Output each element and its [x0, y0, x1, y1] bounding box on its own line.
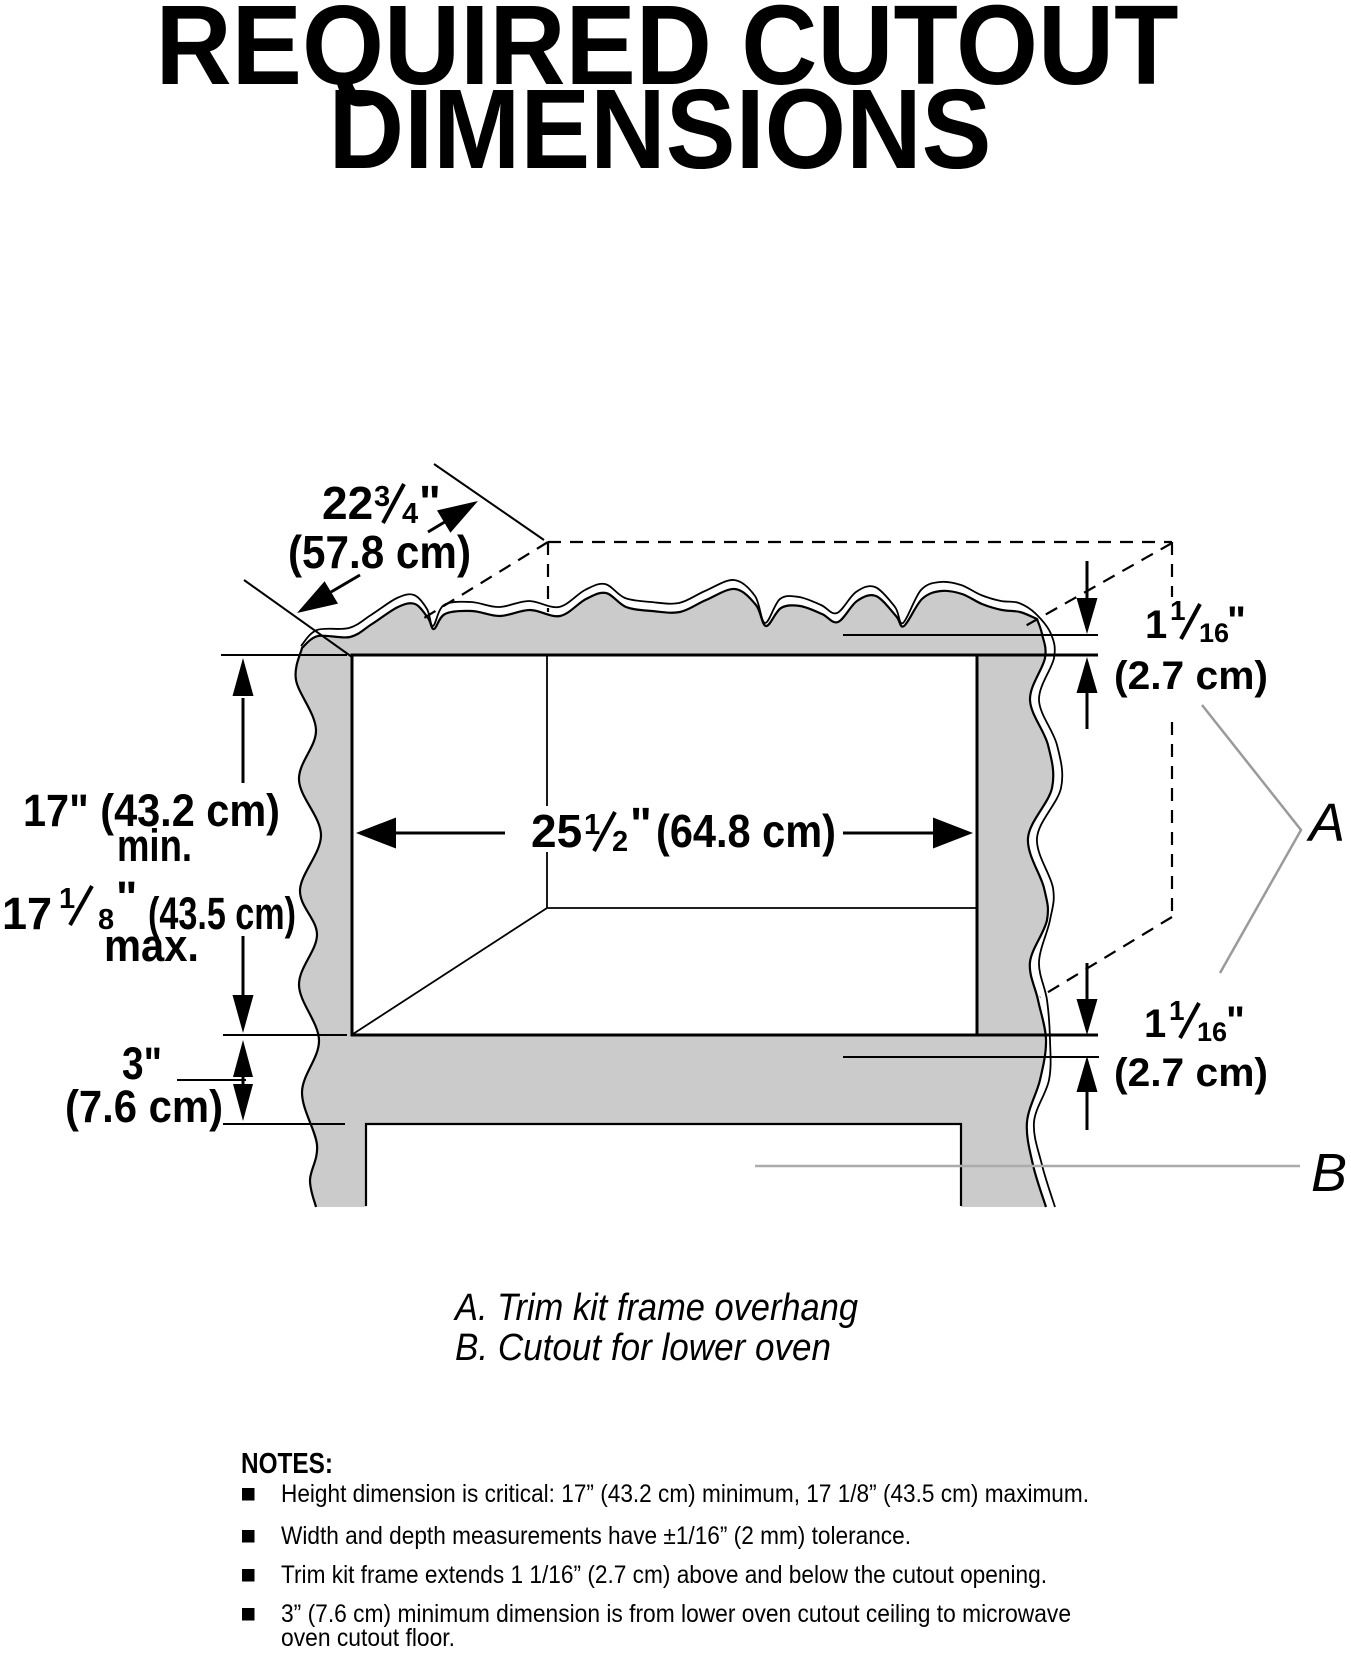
svg-text:(43.5 cm): (43.5 cm)	[148, 888, 296, 939]
svg-text:2: 2	[612, 826, 628, 858]
svg-text:(2.7 cm): (2.7 cm)	[1114, 654, 1268, 698]
svg-text:Trim kit frame extends 1 1/16”: Trim kit frame extends 1 1/16” (2.7 cm) …	[281, 1561, 1047, 1589]
svg-text:3: 3	[374, 481, 390, 513]
svg-text:17: 17	[2, 888, 52, 939]
svg-text:Height dimension is critical:: Height dimension is critical: 17” (43.2 …	[281, 1480, 1089, 1508]
svg-text:B: B	[1311, 1143, 1347, 1203]
svg-text:16: 16	[1199, 618, 1229, 648]
svg-text:DIMENSIONS: DIMENSIONS	[329, 66, 992, 192]
svg-text:4: 4	[402, 498, 418, 530]
svg-text:17" (43.2 cm): 17" (43.2 cm)	[23, 785, 280, 836]
svg-text:8: 8	[98, 904, 114, 936]
svg-text:max.: max.	[104, 920, 199, 971]
svg-text:": "	[1227, 599, 1246, 643]
svg-text:16: 16	[1197, 1017, 1227, 1047]
svg-text:(57.8 cm): (57.8 cm)	[288, 526, 471, 578]
svg-text:": "	[1226, 999, 1245, 1043]
svg-text:1: 1	[1170, 595, 1186, 626]
svg-text:": "	[116, 872, 137, 923]
svg-text:": "	[419, 476, 441, 528]
svg-text:oven cutout floor.: oven cutout floor.	[281, 1624, 455, 1648]
svg-text:REQUIRED CUTOUT: REQUIRED CUTOUT	[156, 0, 1179, 108]
svg-text:3” (7.6 cm) minimum dimension: 3” (7.6 cm) minimum dimension is from lo…	[281, 1600, 1071, 1628]
svg-text:A: A	[1306, 793, 1345, 853]
svg-text:min.: min.	[117, 820, 192, 871]
svg-text:Width and depth measurements h: Width and depth measurements have ±1/16”…	[281, 1522, 911, 1550]
svg-text:": "	[630, 798, 652, 850]
svg-text:A. Trim kit frame overhang: A. Trim kit frame overhang	[453, 1287, 858, 1329]
svg-text:(64.8 cm): (64.8 cm)	[656, 805, 836, 857]
svg-text:22: 22	[322, 477, 373, 529]
svg-text:1: 1	[1144, 1002, 1166, 1046]
svg-text:3": 3"	[122, 1038, 162, 1089]
svg-text:1: 1	[1145, 603, 1167, 647]
svg-text:1: 1	[59, 883, 75, 915]
svg-text:1: 1	[584, 809, 600, 841]
svg-text:(2.7 cm): (2.7 cm)	[1114, 1051, 1268, 1095]
svg-text:25: 25	[531, 805, 582, 857]
svg-text:NOTES:: NOTES:	[241, 1448, 333, 1480]
svg-text:B. Cutout for lower oven: B. Cutout for lower oven	[455, 1327, 831, 1369]
svg-text:1: 1	[1169, 995, 1185, 1026]
svg-text:(7.6 cm): (7.6 cm)	[65, 1081, 223, 1132]
